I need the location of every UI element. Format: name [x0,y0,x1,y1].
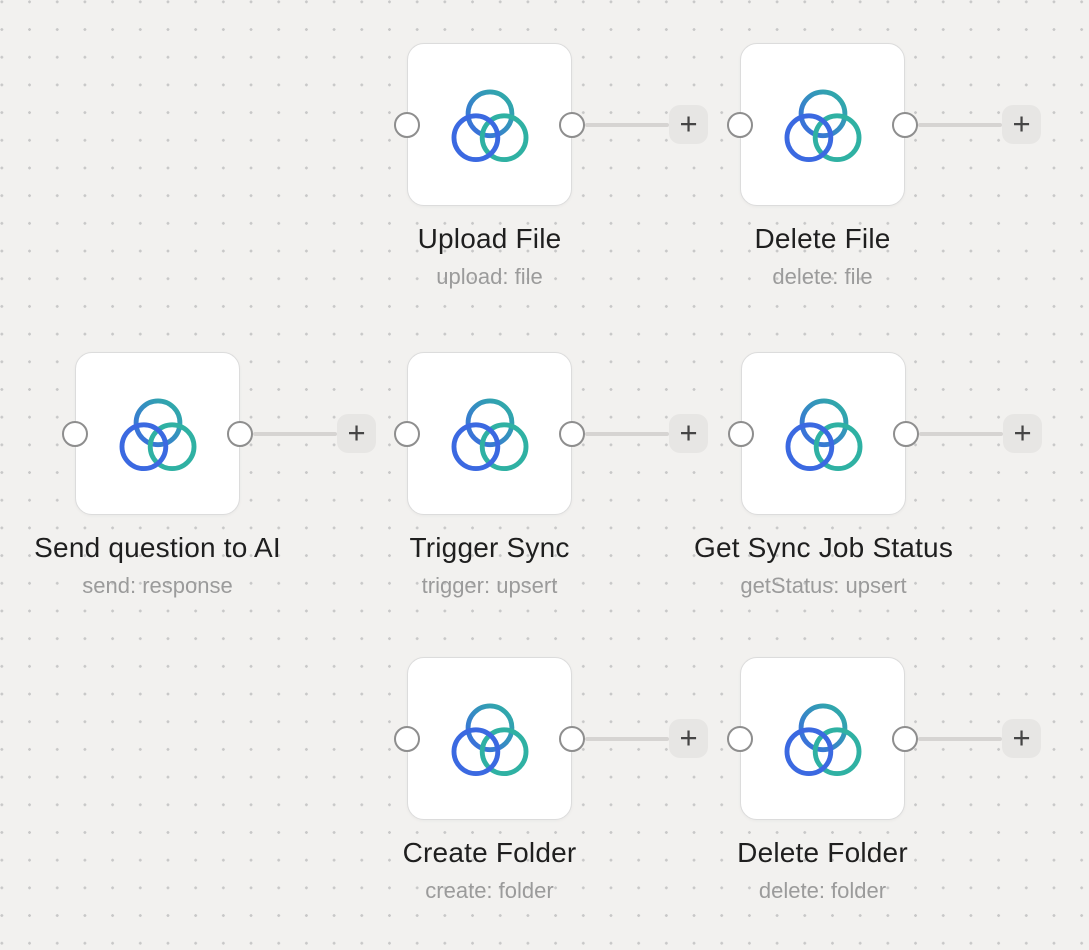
tri-circle-logo-icon [451,89,528,163]
node-card[interactable] [740,43,905,206]
add-node-plus-button[interactable]: + [1002,105,1041,144]
node-labels: Send question to AI send: response [34,515,281,599]
plus-icon: + [679,105,698,141]
plus-icon: + [1013,414,1032,450]
connection-stub-line [918,122,1002,127]
node-upload-file[interactable]: + Upload File upload: file [394,43,708,289]
output-endpoint[interactable] [559,725,585,752]
add-node-plus-button[interactable]: + [669,105,708,144]
node-card[interactable] [407,657,572,820]
connection-stub-line [918,736,1002,741]
plus-icon: + [679,719,698,755]
input-endpoint[interactable] [394,111,420,138]
node-labels: Delete File delete: file [754,206,890,290]
add-node-plus-button[interactable]: + [669,414,708,453]
node-subtitle: delete: file [772,264,873,289]
node-card[interactable] [407,352,572,515]
node-subtitle: send: response [82,573,233,598]
connection-stub-line [253,431,337,436]
plus-icon: + [679,414,698,450]
node-create-folder[interactable]: + Create Folder create: folder [394,657,708,903]
node-title: Send question to AI [34,532,281,563]
input-endpoint[interactable] [728,420,754,447]
connection-stub-line [585,431,669,436]
node-card[interactable] [740,657,905,820]
tri-circle-logo-icon [784,89,861,163]
input-endpoint[interactable] [727,725,753,752]
node-title: Delete Folder [737,837,908,868]
node-trigger-sync[interactable]: + Trigger Sync trigger: upsert [394,352,708,598]
add-node-plus-button[interactable]: + [669,719,708,758]
node-labels: Trigger Sync trigger: upsert [409,515,569,599]
output-endpoint[interactable] [892,111,918,138]
node-subtitle: upload: file [436,264,543,289]
node-subtitle: delete: folder [758,878,887,903]
node-card[interactable] [407,43,572,206]
tri-circle-logo-icon [451,703,528,777]
node-labels: Get Sync Job Status getStatus: upsert [694,515,953,599]
node-delete-folder[interactable]: + Delete Folder delete: folder [727,657,1041,903]
plus-icon: + [347,414,366,450]
node-delete-file[interactable]: + Delete File delete: file [727,43,1041,289]
tri-circle-logo-icon [785,398,862,472]
node-get-sync-job-status[interactable]: + Get Sync Job Status getStatus: upsert [694,352,1042,598]
node-subtitle: getStatus: upsert [740,573,907,598]
plus-icon: + [1012,719,1031,755]
node-title: Trigger Sync [409,532,570,563]
input-endpoint[interactable] [727,111,753,138]
plus-icon: + [1012,105,1031,141]
output-endpoint[interactable] [227,420,253,447]
connection-stub-line [585,736,669,741]
node-subtitle: create: folder [425,878,554,903]
tri-circle-logo-icon [451,398,528,472]
node-title: Upload File [417,223,562,254]
node-title: Get Sync Job Status [693,532,954,563]
output-endpoint[interactable] [559,111,585,138]
node-send-question-to-ai[interactable]: + Send question to AI send: response [34,352,376,598]
input-endpoint[interactable] [394,420,420,447]
input-endpoint[interactable] [394,725,420,752]
tri-circle-logo-icon [119,398,196,472]
node-labels: Create Folder create: folder [403,820,577,904]
node-subtitle: trigger: upsert [421,573,558,598]
output-endpoint[interactable] [559,420,585,447]
connection-stub-line [585,122,669,127]
node-card[interactable] [741,352,906,515]
tri-circle-logo-icon [784,703,861,777]
output-endpoint[interactable] [893,420,919,447]
node-labels: Upload File upload: file [418,206,562,290]
node-labels: Delete Folder delete: folder [737,820,908,904]
add-node-plus-button[interactable]: + [337,414,376,453]
node-card[interactable] [75,352,240,515]
node-title: Delete File [754,223,891,254]
input-endpoint[interactable] [62,420,88,447]
connection-stub-line [919,431,1003,436]
add-node-plus-button[interactable]: + [1003,414,1042,453]
output-endpoint[interactable] [892,725,918,752]
add-node-plus-button[interactable]: + [1002,719,1041,758]
node-title: Create Folder [402,837,577,868]
